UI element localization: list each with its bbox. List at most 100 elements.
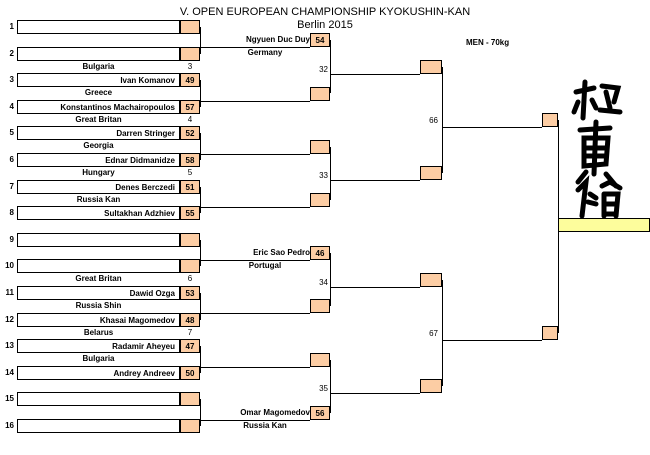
competitor-score[interactable]: 57 <box>180 99 200 114</box>
bracket-line <box>442 127 542 129</box>
match-number: 33 <box>319 171 328 181</box>
competitor-score[interactable]: 50 <box>180 365 200 380</box>
competitor-name[interactable]: Radamir Aheyeu <box>17 339 180 354</box>
seed-number: 2 <box>9 48 14 58</box>
competitor-name[interactable]: Konstantinos Machairopoulos <box>17 99 180 114</box>
competitor-name[interactable] <box>200 193 314 207</box>
weight-class: MEN - 70kg <box>466 38 510 47</box>
competitor-name[interactable]: Khasai Magomedov <box>17 312 180 327</box>
competitor-score[interactable]: 53 <box>180 286 200 300</box>
competitor-name[interactable]: Denes Berczedi <box>17 179 180 194</box>
match-number: 5 <box>187 168 193 177</box>
bracket-line <box>200 186 201 214</box>
competitor-score[interactable] <box>180 419 200 433</box>
competitor-score[interactable] <box>310 139 330 154</box>
competitor-score[interactable] <box>420 272 442 287</box>
competitor-name[interactable] <box>200 299 314 313</box>
competitor-score[interactable] <box>310 299 330 314</box>
seed-number: 1 <box>9 22 14 31</box>
competitor-score[interactable] <box>310 192 330 207</box>
competitor-name[interactable] <box>200 87 314 101</box>
competitor-score[interactable] <box>310 86 330 101</box>
bracket-line <box>200 239 201 267</box>
competitor-name[interactable]: Dawid Ozga <box>17 286 180 300</box>
competitor-name[interactable] <box>17 419 180 433</box>
competitor-country: Bulgaria <box>82 61 115 71</box>
competitor-country: Hungary <box>82 168 115 177</box>
competitor-score[interactable]: 55 <box>180 206 200 221</box>
seed-number: 13 <box>5 341 14 351</box>
bracket-line <box>200 47 310 49</box>
match-number: 3 <box>187 61 193 71</box>
bracket-line <box>200 346 201 373</box>
seed-number: 6 <box>9 155 14 164</box>
competitor-name[interactable] <box>17 232 180 247</box>
competitor-score[interactable]: 51 <box>180 179 200 194</box>
seed-number: 12 <box>5 314 14 324</box>
competitor-score[interactable] <box>180 232 200 247</box>
seed-number: 9 <box>9 234 14 244</box>
seed-number: 8 <box>9 208 14 218</box>
competitor-name[interactable]: Sultakhan Adzhiev <box>17 206 180 221</box>
seed-number: 11 <box>5 288 14 297</box>
bracket-line <box>200 399 201 426</box>
competitor-score[interactable]: 49 <box>180 73 200 88</box>
bracket-line <box>200 313 310 315</box>
competitor-name[interactable]: Ednar Didmanidze <box>17 153 180 167</box>
competitor-country: Bulgaria <box>82 354 115 364</box>
competitor-score[interactable] <box>420 379 442 394</box>
competitor-score[interactable]: 52 <box>180 126 200 141</box>
competitor-score[interactable]: 56 <box>310 405 330 420</box>
competitor-score[interactable] <box>180 20 200 34</box>
seed-number: 15 <box>5 394 14 404</box>
competitor-country: Russia Kan <box>243 420 287 430</box>
competitor-name[interactable] <box>200 353 314 367</box>
bracket-line <box>442 66 443 174</box>
competitor-country: Great Britan <box>75 274 122 284</box>
competitor-score[interactable]: 48 <box>180 312 200 327</box>
bracket-line <box>200 293 201 320</box>
competitor-name[interactable] <box>200 140 314 154</box>
competitor-country: Georgia <box>83 141 114 151</box>
competitor-name[interactable]: Omar Magomedov <box>240 407 310 417</box>
competitor-score[interactable]: 58 <box>180 153 200 167</box>
tournament-title: V. OPEN EUROPEAN CHAMPIONSHIP KYOKUSHIN-… <box>179 6 471 18</box>
competitor-name[interactable]: Ivan Komanov <box>17 73 180 88</box>
competitor-score[interactable] <box>542 113 558 128</box>
competitor-name[interactable] <box>17 20 180 34</box>
competitor-name[interactable]: Ngyuen Duc Duy <box>245 35 310 45</box>
competitor-score[interactable] <box>420 166 442 181</box>
competitor-country: Russia Kan <box>76 194 121 204</box>
competitor-score[interactable] <box>420 59 442 74</box>
bracket-line <box>200 100 310 102</box>
seed-number: 14 <box>5 367 14 377</box>
competitor-name[interactable] <box>17 392 180 407</box>
competitor-score[interactable]: 54 <box>310 33 330 48</box>
match-number: 34 <box>319 277 328 287</box>
competitor-score[interactable] <box>542 325 558 340</box>
competitor-score[interactable] <box>310 352 330 367</box>
bracket-line <box>330 73 420 75</box>
competitor-score[interactable]: 47 <box>180 339 200 354</box>
final-winner-box[interactable] <box>558 217 650 232</box>
competitor-name[interactable]: Darren Stringer <box>17 126 180 141</box>
competitor-score[interactable] <box>180 259 200 274</box>
competitor-score[interactable] <box>180 46 200 61</box>
bracket-line <box>200 133 201 160</box>
seed-number: 16 <box>5 421 14 430</box>
bracket-line <box>200 419 310 421</box>
competitor-name[interactable] <box>17 259 180 274</box>
bracket-line <box>442 279 443 387</box>
competitor-country: Russia Shin <box>75 301 122 310</box>
seed-number: 4 <box>9 101 14 111</box>
competitor-score[interactable] <box>180 392 200 407</box>
competitor-name[interactable] <box>17 46 180 61</box>
bracket-line <box>200 27 201 54</box>
match-number: 7 <box>187 327 193 337</box>
competitor-name[interactable]: Eric Sao Pedro <box>253 248 310 258</box>
bracket-line <box>330 180 420 182</box>
competitor-score[interactable]: 46 <box>310 246 330 261</box>
competitor-country: Greece <box>84 88 113 98</box>
bracket-line <box>200 206 310 208</box>
competitor-name[interactable]: Andrey Andreev <box>17 365 180 380</box>
